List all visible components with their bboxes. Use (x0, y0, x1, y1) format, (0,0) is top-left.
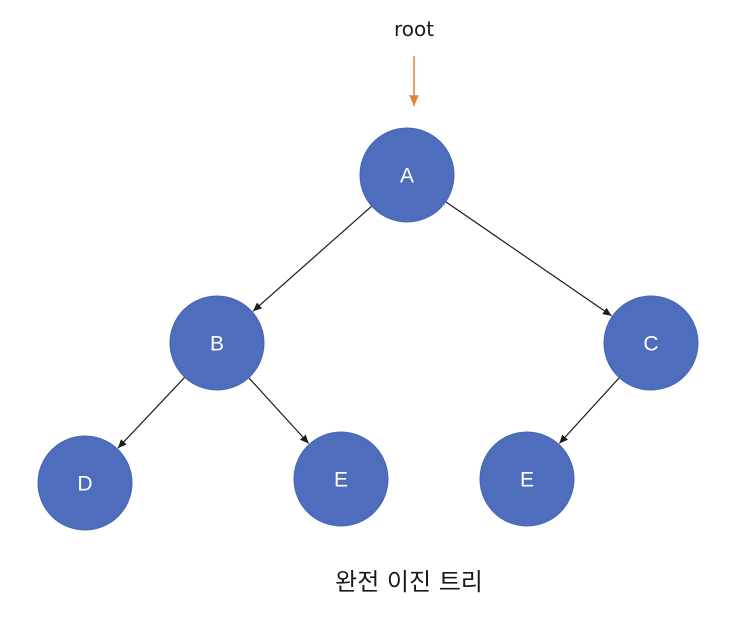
tree-node-a: A (359, 127, 455, 223)
tree-node-b: B (169, 295, 265, 391)
edge-a-b (252, 205, 373, 312)
edge-b-d (117, 376, 186, 449)
tree-node-c: C (603, 295, 699, 391)
edge-c-e2 (558, 377, 620, 444)
node-circle (359, 127, 455, 223)
nodes-layer: A B C D E E (37, 127, 699, 531)
node-label: E (520, 469, 534, 492)
tree-node-e2: E (479, 431, 575, 527)
node-label: E (334, 469, 348, 492)
root-label: root (394, 17, 434, 41)
node-circle (603, 295, 699, 391)
node-label: C (643, 333, 658, 356)
node-circle (293, 431, 389, 527)
edge-a-c (445, 201, 612, 317)
node-label: B (210, 333, 224, 356)
node-label: A (400, 165, 414, 188)
node-circle (169, 295, 265, 391)
edges-layer (117, 201, 620, 449)
node-circle (37, 435, 133, 531)
diagram-caption: 완전 이진 트리 (335, 568, 483, 596)
tree-node-e1: E (293, 431, 389, 527)
node-circle (479, 431, 575, 527)
node-label: D (77, 473, 92, 496)
edge-b-e1 (248, 377, 310, 444)
tree-node-d: D (37, 435, 133, 531)
